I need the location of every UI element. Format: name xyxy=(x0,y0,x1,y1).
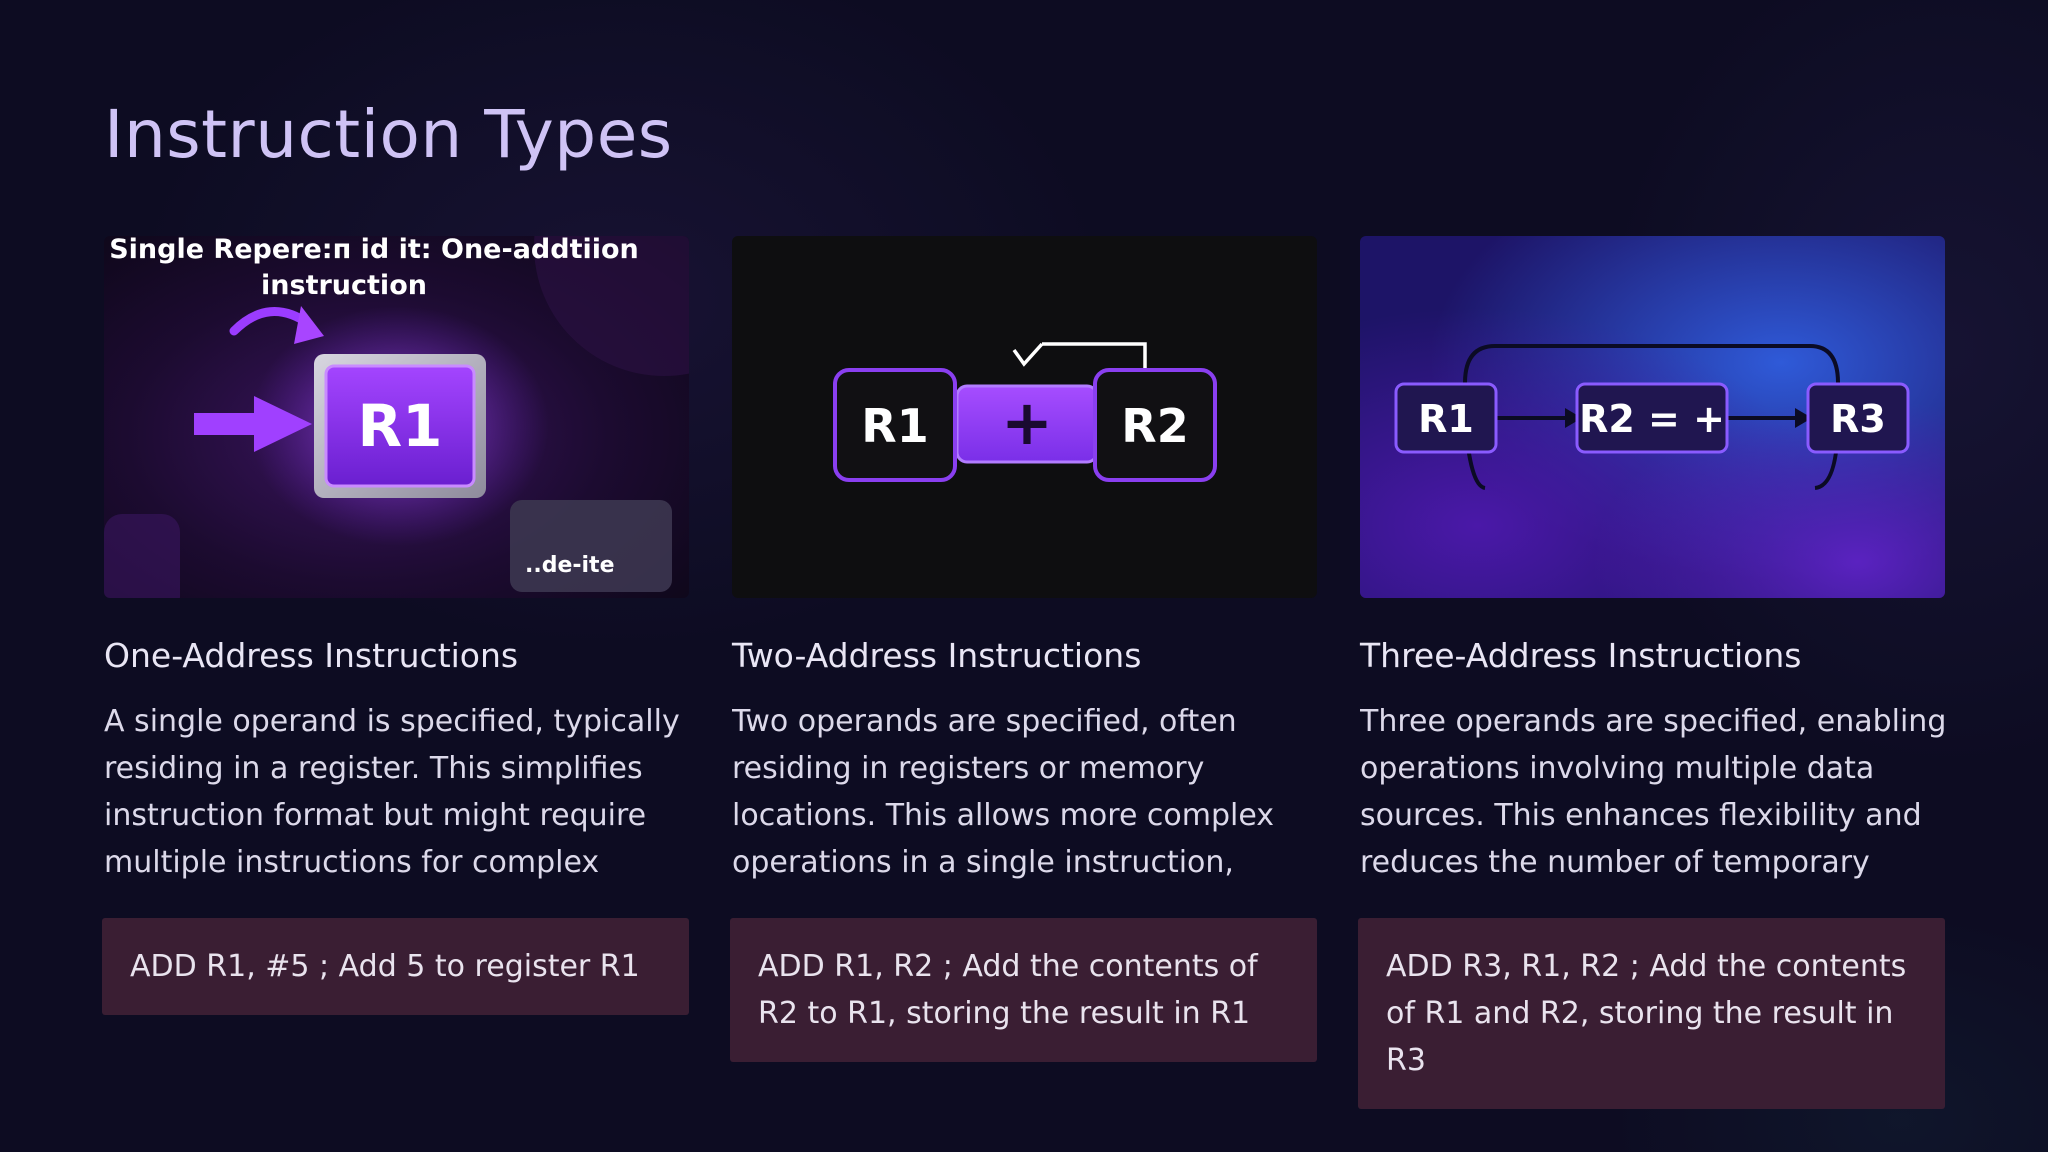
card-title: One-Address Instructions xyxy=(104,636,519,675)
illustration-caption: Single Repere:п id it: One-addtiion xyxy=(109,236,639,265)
slide-title: Instruction Types xyxy=(104,96,673,173)
two-address-illustration: + R1 R2 xyxy=(732,236,1317,598)
card-title: Three-Address Instructions xyxy=(1360,636,1802,675)
operand-r1: R1 xyxy=(861,399,928,453)
plus-operator: + xyxy=(1001,386,1053,459)
operand-r3: R3 xyxy=(1830,397,1886,441)
card-three-address: R1 R2 = + R3 Three-Address Instructions … xyxy=(1358,236,1946,1109)
operand-r1: R1 xyxy=(1418,397,1474,441)
card-title: Two-Address Instructions xyxy=(732,636,1142,675)
card-description: Three operands are specified, enabling o… xyxy=(1360,704,1947,880)
illustration-caption-line2: instruction xyxy=(261,270,427,301)
code-example: ADD R1, #5 ; Add 5 to register R1 xyxy=(102,918,689,1015)
code-example: ADD R3, R1, R2 ; Add the contents of R1 … xyxy=(1358,918,1945,1109)
three-address-illustration: R1 R2 = + R3 xyxy=(1360,236,1945,598)
card-two-address: + R1 R2 Two-Address Instructions Two ope… xyxy=(730,236,1317,1062)
one-address-illustration: Single Repere:п id it: One-addtiion inst… xyxy=(104,236,689,598)
card-description: A single operand is specified, typically… xyxy=(104,704,680,880)
card-one-address: Single Repere:п id it: One-addtiion inst… xyxy=(102,236,689,1015)
operand-r2: R2 xyxy=(1121,399,1188,453)
card-description: Two operands are specified, often residi… xyxy=(732,704,1275,880)
code-example: ADD R1, R2 ; Add the contents of R2 to R… xyxy=(730,918,1317,1062)
register-r1-label: R1 xyxy=(357,392,442,460)
operand-r2-plus: R2 = + xyxy=(1579,397,1725,441)
illustration-badge: ..de-ite xyxy=(525,553,615,578)
